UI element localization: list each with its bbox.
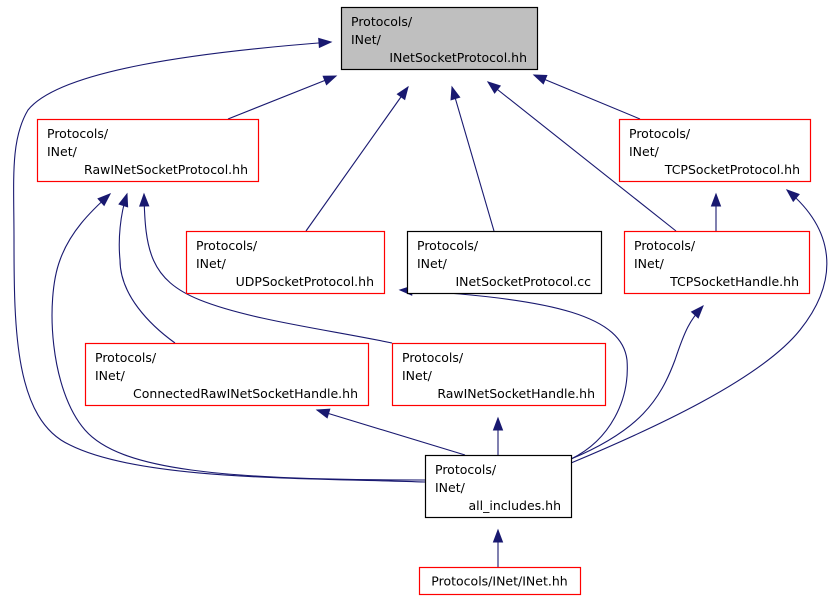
edge-arrowhead (97, 193, 112, 207)
edge-arrowhead (532, 74, 548, 85)
node-label-line-3: RawINetSocketProtocol.hh (84, 162, 248, 177)
edge-line (570, 305, 704, 460)
edge-line (227, 75, 337, 120)
node-connectedrawinetsockethandle_hh[interactable]: Protocols/INet/ConnectedRawINetSocketHan… (84, 342, 370, 407)
node-label-line-3: ConnectedRawINetSocketHandle.hh (133, 386, 358, 401)
node-label-line-3: INetSocketProtocol.hh (389, 50, 527, 65)
edge-all_includes_hh-to-rawinetsockethandle_hh (492, 416, 504, 455)
node-label-line-1: Protocols/ (95, 350, 157, 365)
edge-arrowhead (492, 416, 504, 431)
edge-all_includes_hh-to-tcpsocketprotocol_hh (570, 189, 828, 464)
node-inetsocketprotocol_cc[interactable]: Protocols/INet/INetSocketProtocol.cc (406, 230, 603, 295)
node-all_includes_hh[interactable]: Protocols/INet/all_includes.hh (424, 454, 573, 519)
node-rawinetsocketprotocol_hh[interactable]: Protocols/INet/RawINetSocketProtocol.hh (36, 118, 260, 183)
edge-arrowhead (690, 304, 704, 319)
node-label-line-1: Protocols/ (634, 238, 696, 253)
node-label-line-3: TCPSocketProtocol.hh (664, 162, 800, 177)
edge-line (316, 409, 466, 456)
node-label-line-2: INet/ (351, 32, 382, 47)
edge-all_includes_hh-to-tcpsockethandle_hh (570, 304, 704, 460)
edge-line (305, 86, 409, 232)
edge-udpsocketprotocol_hh-to-inetsocketprotocol_hh (305, 85, 409, 232)
edge-arrowhead (322, 75, 338, 86)
node-label-line-3: TCPSocketHandle.hh (669, 274, 799, 289)
node-label-line-3: all_includes.hh (469, 498, 561, 513)
node-box[interactable] (340, 6, 539, 71)
edge-rawinetsockethandle_hh-to-rawinetsocketprotocol_hh (139, 192, 393, 344)
node-box[interactable] (406, 230, 603, 295)
node-box[interactable] (623, 230, 811, 295)
nodes-layer: Protocols/INet/INetSocketProtocol.hhProt… (36, 6, 812, 596)
node-label-line-1: Protocols/ (351, 14, 413, 29)
node-box[interactable] (391, 342, 607, 407)
edge-line (533, 74, 641, 120)
edge-line (487, 81, 677, 232)
edge-inetsocketprotocol_cc-to-inetsocketprotocol_hh (450, 85, 495, 232)
node-inet_hh[interactable]: Protocols/INet/INet.hh (418, 566, 582, 596)
node-label-line-1: Protocols/ (402, 350, 464, 365)
edge-tcpsocketprotocol_hh-to-inetsocketprotocol_hh (532, 74, 641, 120)
edge-line (143, 193, 393, 344)
node-tcpsockethandle_hh[interactable]: Protocols/INet/TCPSocketHandle.hh (623, 230, 811, 295)
edge-arrowhead (118, 192, 129, 208)
edge-arrowhead (492, 528, 504, 543)
edge-tcpsockethandle_hh-to-inetsocketprotocol_hh (486, 81, 677, 232)
edge-arrowhead (318, 37, 333, 49)
edge-arrowhead (710, 192, 722, 207)
edge-all_includes_hh-to-connectedrawinetsockethandle_hh (315, 408, 466, 456)
edge-inet_hh-to-all_includes_hh (492, 528, 504, 567)
edge-arrowhead (450, 85, 461, 101)
node-rawinetsockethandle_hh[interactable]: Protocols/INet/RawINetSocketHandle.hh (391, 342, 607, 407)
edge-all_includes_hh-to-inetsocketprotocol_hh (13, 37, 426, 483)
node-label-line-1: Protocols/ (417, 238, 479, 253)
edge-rawinetsocketprotocol_hh-to-inetsocketprotocol_hh (227, 75, 338, 120)
edge-line (399, 289, 628, 460)
edge-arrowhead (396, 85, 409, 101)
edge-line (118, 193, 176, 344)
node-label-line-2: INet/ (629, 144, 660, 159)
node-label-line-2: INet/ (634, 256, 665, 271)
edge-line (451, 86, 495, 232)
edge-line (13, 41, 426, 483)
node-box[interactable] (185, 230, 386, 295)
node-box[interactable] (424, 454, 573, 519)
node-label-line-2: INet/ (95, 368, 126, 383)
node-box[interactable] (36, 118, 260, 183)
node-label-line-2: INet/ (402, 368, 433, 383)
node-label-line-3: RawINetSocketHandle.hh (437, 386, 595, 401)
node-label-line-1: Protocols/ (629, 126, 691, 141)
node-label-line-2: INet/ (417, 256, 448, 271)
edge-tcpsockethandle_hh-to-tcpsocketprotocol_hh (710, 192, 722, 231)
node-label-line-1: Protocols/ (196, 238, 258, 253)
edge-line (51, 193, 426, 481)
node-udpsocketprotocol_hh[interactable]: Protocols/INet/UDPSocketProtocol.hh (185, 230, 386, 295)
node-label-line-3: UDPSocketProtocol.hh (236, 274, 374, 289)
edge-arrowhead (486, 81, 502, 94)
node-label-line-3: INetSocketProtocol.cc (455, 274, 591, 289)
node-label-line-1: Protocols/ (435, 462, 497, 477)
edge-arrowhead (139, 192, 150, 207)
edge-all_includes_hh-to-rawinetsocketprotocol_hh (51, 193, 426, 481)
node-tcpsocketprotocol_hh[interactable]: Protocols/INet/TCPSocketProtocol.hh (618, 118, 812, 183)
node-label-line-2: INet/ (47, 144, 78, 159)
edge-connectedrawinetsockethandle_hh-to-rawinetsocketprotocol_hh (118, 192, 176, 344)
edge-arrowhead (315, 408, 331, 419)
node-inetsocketprotocol_hh[interactable]: Protocols/INet/INetSocketProtocol.hh (340, 6, 539, 71)
node-label-line-1: Protocols/ (47, 126, 109, 141)
node-box[interactable] (618, 118, 812, 183)
edge-line (570, 189, 828, 464)
node-box[interactable] (418, 566, 582, 596)
node-label-line-2: INet/ (196, 256, 227, 271)
node-label: Protocols/INet/INet.hh (431, 574, 567, 589)
node-label-line-2: INet/ (435, 480, 466, 495)
edges-layer (13, 37, 828, 567)
edge-arrowhead (785, 189, 800, 203)
node-box[interactable] (84, 342, 370, 407)
